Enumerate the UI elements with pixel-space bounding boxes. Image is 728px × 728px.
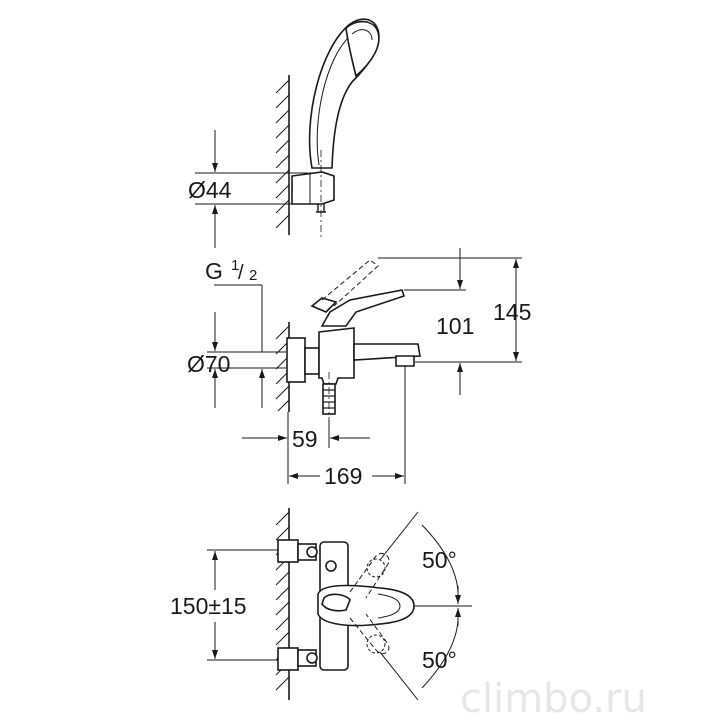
mixer-body	[318, 327, 355, 385]
body-button	[325, 560, 337, 572]
angle-upper-line	[379, 511, 419, 561]
wall-hatching	[275, 79, 290, 229]
spray-face-line	[351, 29, 373, 41]
height-101-label: 101	[436, 313, 474, 339]
upper-connection	[277, 539, 299, 563]
lever-lower-phantom-knob	[366, 634, 386, 654]
lower-union-nut	[306, 652, 318, 664]
wall-escutcheon	[286, 337, 306, 383]
proj-label-bg	[320, 462, 372, 488]
lever-pivot	[310, 297, 338, 313]
centers-150-label: 150±15	[170, 593, 247, 619]
lever-cap	[321, 593, 351, 612]
lever-tip-line	[377, 593, 401, 619]
thread-slash: /	[238, 262, 244, 284]
angle-lower-arc	[421, 619, 459, 689]
watermark: climbo.ru	[460, 676, 647, 722]
angle-upper-arc	[421, 524, 459, 593]
thread-numerator: 1	[231, 257, 239, 274]
height-145-label: 145	[493, 299, 531, 325]
mixer-side-view: G 1 / 2 Ø70 101 145 59 169	[187, 248, 531, 489]
diameter-44-label: Ø44	[188, 177, 232, 203]
angle-upper-label: 50°	[422, 547, 457, 573]
depth-59-label: 59	[292, 426, 318, 452]
eccentric-union	[304, 347, 320, 375]
aerator	[395, 355, 415, 367]
lower-connection	[277, 647, 299, 671]
lever-upper-phantom	[349, 553, 390, 599]
mixer-front-view: 50° 50° 150±15	[170, 508, 472, 701]
lever-upper-phantom-knob	[366, 558, 386, 578]
lever-lower-phantom	[349, 613, 390, 655]
lever-open-phantom	[321, 259, 379, 307]
handle-highlight	[316, 35, 351, 166]
thread-g-label: G	[205, 258, 223, 284]
diameter-70-label: Ø70	[187, 351, 230, 377]
angle-lower-label: 50°	[422, 647, 457, 673]
hand-shower-view: Ø44	[188, 18, 380, 248]
projection-169-label: 169	[324, 463, 362, 489]
angle-lower-line	[379, 651, 419, 701]
lever-closed	[320, 289, 406, 327]
thread-denominator: 2	[249, 267, 257, 284]
upper-union-nut	[306, 546, 318, 558]
spray-head	[345, 20, 380, 78]
shower-holder	[291, 171, 335, 205]
